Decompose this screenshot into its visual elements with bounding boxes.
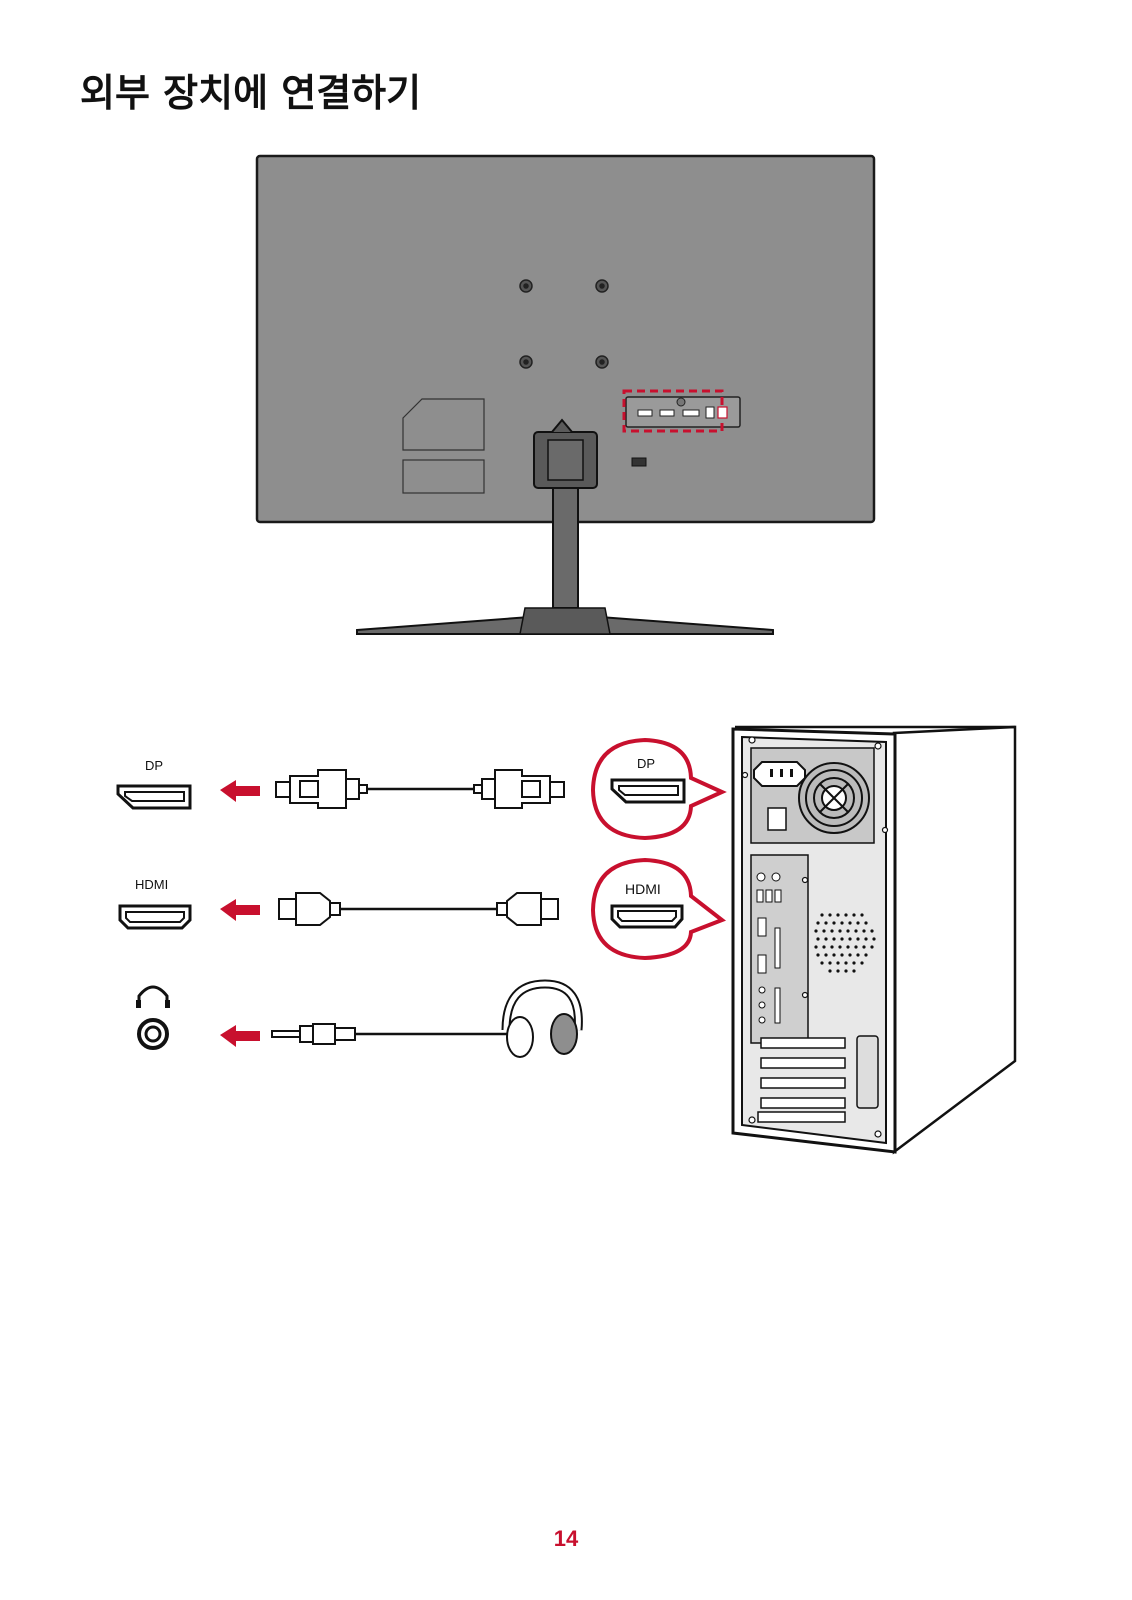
hdmi-port-label: HDMI	[135, 877, 168, 892]
headphones-icon	[506, 984, 578, 1057]
dp-callout-label: DP	[637, 756, 655, 771]
hdmi-callout-label: HDMI	[625, 881, 661, 897]
pc-tower	[733, 727, 1015, 1152]
dp-callout	[593, 740, 722, 838]
audio-cable	[272, 1024, 508, 1044]
displayport-icon	[118, 786, 190, 808]
left-arrow-icon	[220, 1025, 260, 1047]
hdmi-callout	[593, 860, 722, 958]
rear-label-panel	[403, 399, 484, 450]
headphone-icon	[136, 987, 170, 1008]
audio-jack-icon	[139, 1020, 167, 1048]
displayport-cable	[276, 770, 564, 808]
rear-label-panel-2	[403, 460, 484, 493]
hdmi-cable	[279, 893, 558, 925]
monitor-back	[257, 156, 874, 634]
page-number: 14	[0, 1526, 1132, 1552]
power-switch	[768, 808, 786, 830]
left-arrow-icon	[220, 899, 260, 921]
psu-fan	[799, 763, 869, 833]
hdmi-icon	[120, 906, 190, 928]
power-socket	[754, 762, 805, 786]
dp-port-label: DP	[145, 758, 163, 773]
left-arrow-icon	[220, 780, 260, 802]
